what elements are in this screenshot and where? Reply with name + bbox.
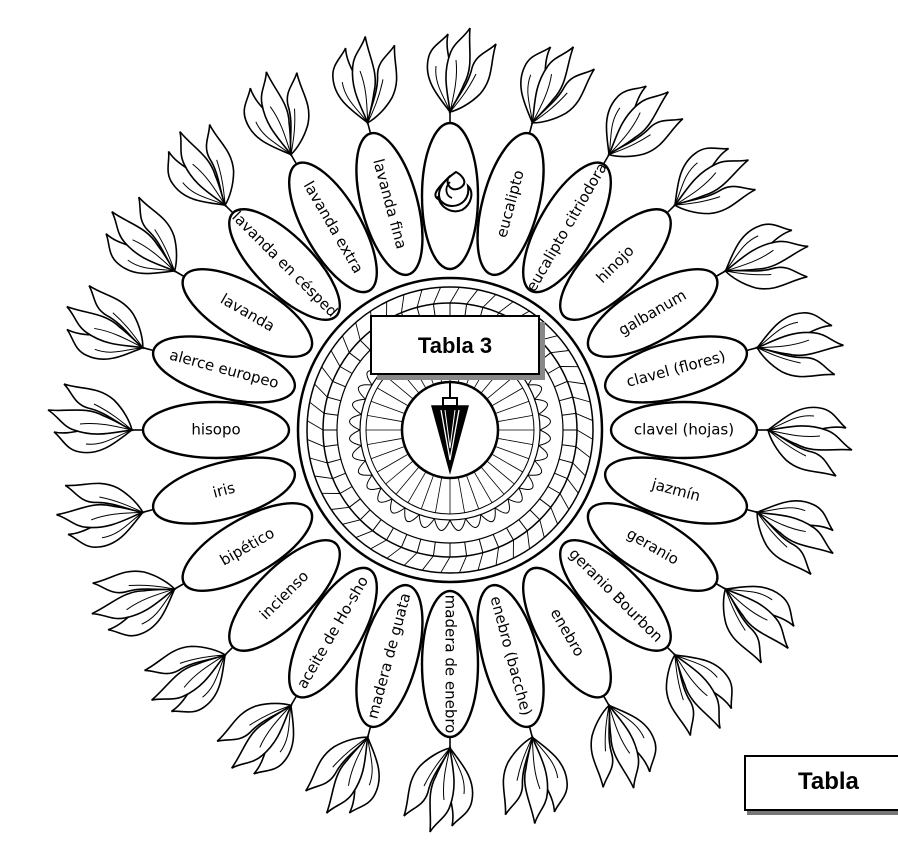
feather-cluster [324,30,412,129]
petal-label: madera de enebro [442,595,460,734]
feather-cluster [510,36,598,135]
feather-cluster [229,59,330,166]
feather-cluster [659,130,767,238]
petal-label: clavel (hojas) [634,421,734,439]
feather-cluster [488,731,576,830]
feather-cluster [150,113,258,221]
feather-cluster [302,725,390,824]
feather-cluster [48,384,132,453]
feather-cluster [133,622,241,730]
next-table-label: Tabla [798,768,859,796]
feather-cluster [714,209,821,310]
feather-cluster [768,407,852,476]
feather-cluster [427,28,496,112]
feather-cluster [79,549,186,650]
title-label: Tabla 3 [418,333,492,358]
title-label-box: Tabla 3 [371,316,545,380]
feather-cluster [404,748,473,832]
feather-cluster [745,490,844,578]
feather-cluster [642,639,750,747]
feather-cluster [751,304,850,392]
feather-cluster [50,468,149,556]
next-table-tab: Tabla [744,755,898,811]
feather-cluster [56,282,155,370]
feather-cluster [569,694,670,801]
petal-label: hisopo [191,421,240,439]
